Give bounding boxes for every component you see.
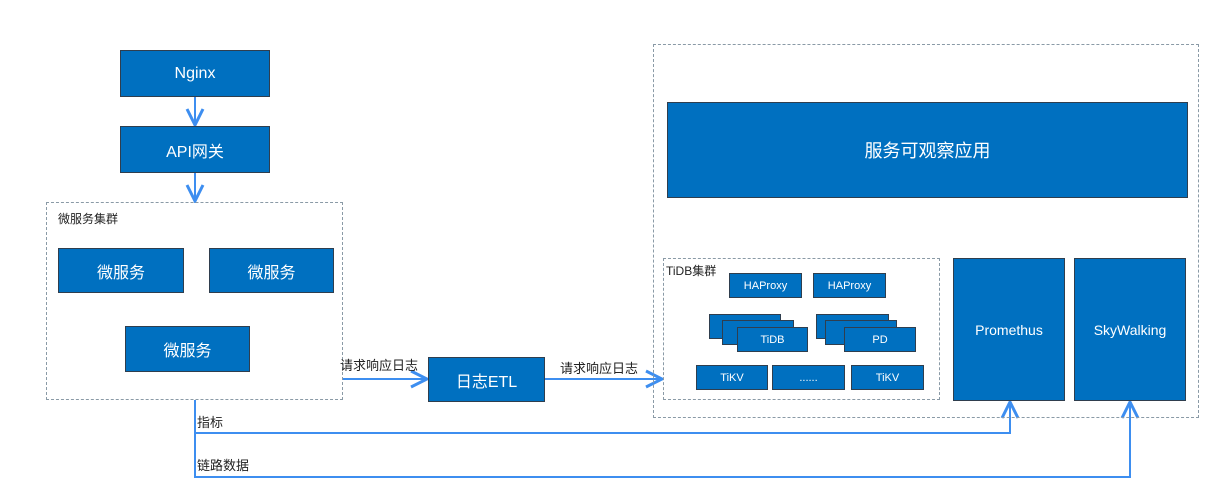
tidb-cluster xyxy=(663,258,940,400)
microservice-node: 微服务 xyxy=(125,326,250,372)
edge-label-log: 请求响应日志 xyxy=(560,361,639,376)
edge-label-log: 请求响应日志 xyxy=(340,358,419,373)
observability-app-node: 服务可观察应用 xyxy=(667,102,1188,198)
edge-label-trace: 链路数据 xyxy=(197,458,250,473)
skywalking-node: SkyWalking xyxy=(1074,258,1186,401)
microservice-node: 微服务 xyxy=(58,248,184,293)
microservice-node: 微服务 xyxy=(209,248,334,293)
tikv-node: TiKV xyxy=(696,365,768,390)
tikv-node: TiKV xyxy=(851,365,924,390)
haproxy-node: HAProxy xyxy=(729,273,802,298)
tikv-more-node: ...... xyxy=(772,365,845,390)
nginx-node: Nginx xyxy=(120,50,270,97)
api-gateway-node: API网关 xyxy=(120,126,270,173)
microservice-cluster xyxy=(46,202,343,400)
pd-node: PD xyxy=(844,327,916,352)
prometheus-node: Promethus xyxy=(953,258,1065,401)
tidb-node: TiDB xyxy=(737,327,808,352)
observability-group xyxy=(653,44,1199,418)
cluster-label: 微服务集群 xyxy=(58,212,119,226)
edge-label-metrics: 指标 xyxy=(197,415,224,430)
log-etl-node: 日志ETL xyxy=(428,357,545,402)
haproxy-node: HAProxy xyxy=(813,273,886,298)
tidb-cluster-label: TiDB集群 xyxy=(666,264,717,278)
